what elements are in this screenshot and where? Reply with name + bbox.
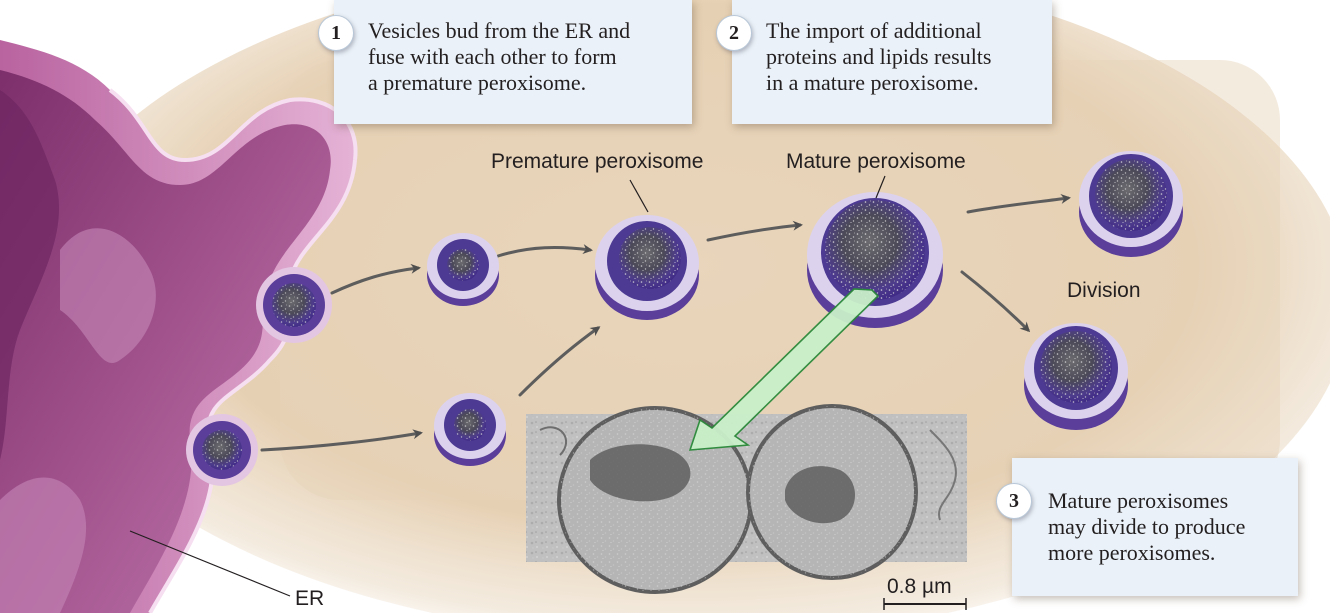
electron-micrograph: [526, 404, 967, 594]
daughter-peroxisome-upper: [1079, 151, 1183, 257]
step-2-callout: 2 The import of additional proteins and …: [716, 0, 1052, 124]
flow-arrows: [260, 193, 1071, 452]
micrograph-pointer-arrow: [688, 288, 880, 451]
er-label: ER: [295, 587, 325, 610]
step-1-text: Vesicles bud from the ER and fuse with e…: [368, 18, 631, 95]
arrow-premature-to-mature: [706, 220, 803, 242]
step-2-number: 2: [716, 15, 752, 51]
step-3-text: Mature peroxisomes may divide to produce…: [1048, 488, 1246, 565]
er-structure: [0, 40, 358, 613]
premature-leader-line: [629, 179, 649, 213]
arrow-division-upper: [966, 193, 1071, 214]
arrow-bud-to-vesicle-lower: [260, 429, 423, 452]
step-3-callout: 3 Mature peroxisomes may divide to produ…: [996, 458, 1298, 596]
mature-peroxisome-label: Mature peroxisome: [786, 150, 966, 173]
step-3-number: 3: [996, 483, 1032, 519]
vesicle-upper: [427, 233, 499, 306]
scale-bar-label: 0.8 µm: [887, 575, 952, 598]
er-bud-lower: [186, 414, 258, 486]
mature-leader-line: [875, 175, 886, 199]
division-label: Division: [1067, 279, 1141, 302]
arrow-division-lower: [960, 270, 1031, 333]
arrow-vesicle-to-premature: [496, 244, 593, 258]
step-1-callout: 1 Vesicles bud from the ER and fuse with…: [318, 0, 692, 124]
daughter-peroxisome-lower: [1024, 323, 1128, 430]
step-2-text: The import of additional proteins and li…: [766, 18, 992, 95]
mature-peroxisome: [807, 175, 943, 328]
step-1-number: 1: [318, 15, 354, 51]
er-leader-line: [129, 530, 291, 597]
vesicle-lower: [434, 393, 506, 466]
arrow-lower-vesicle-to-premature: [518, 326, 601, 397]
premature-peroxisome: [595, 179, 699, 320]
premature-peroxisome-label: Premature peroxisome: [491, 150, 704, 173]
scale-bar: [883, 598, 967, 610]
er-bud-upper: [256, 267, 332, 343]
arrow-bud-to-vesicle-upper: [330, 263, 421, 295]
